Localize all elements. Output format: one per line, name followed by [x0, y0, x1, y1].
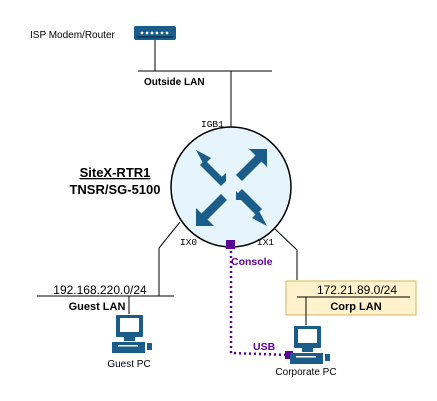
outside-lan-label: Outside LAN: [144, 77, 205, 88]
ix1-link: [274, 228, 298, 280]
router-model: TNSR/SG-5100: [69, 182, 160, 197]
corp-lan-box: [285, 280, 417, 316]
corp-lan-subnet: 172.21.89.0/24: [317, 283, 397, 297]
port-ix1-label: IX1: [257, 237, 274, 248]
console-cable: [229, 246, 291, 357]
guest-pc-label: Guest PC: [107, 359, 150, 370]
guest-lan-label: Guest LAN: [69, 301, 126, 313]
console-port-icon: [226, 240, 235, 249]
corp-lan-label: Corp LAN: [330, 301, 381, 313]
port-igb1-label: IGB1: [201, 119, 224, 130]
isp-modem-label: ISP Modem/Router: [30, 30, 116, 41]
console-label: Console: [231, 256, 273, 268]
guest-lan-subnet: 192.168.220.0/24: [53, 283, 147, 297]
guest-pc-icon: [112, 315, 152, 353]
corporate-pc-icon: [290, 326, 330, 364]
router-icon: [170, 126, 292, 248]
isp-modem-icon: [134, 26, 176, 40]
usb-port-icon: [285, 351, 293, 359]
router-name: SiteX-RTR1: [80, 165, 151, 180]
corporate-pc-label: Corporate PC: [275, 367, 336, 378]
port-ix0-label: IX0: [180, 237, 197, 248]
ix0-link: [158, 221, 181, 296]
usb-label: USB: [253, 341, 276, 353]
